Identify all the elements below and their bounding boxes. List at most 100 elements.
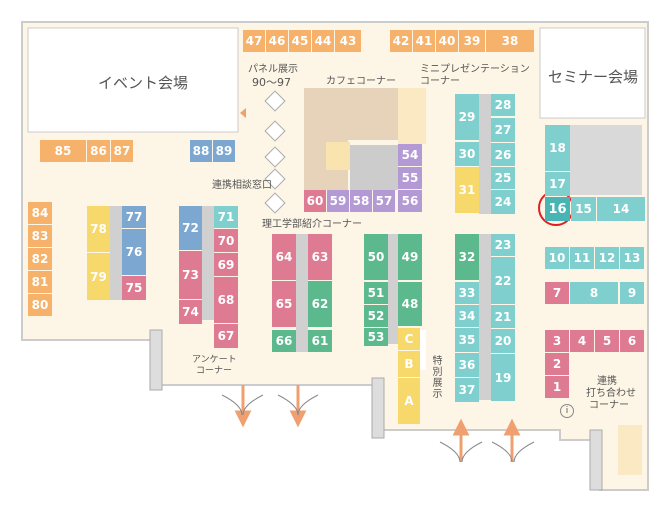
booth-62[interactable]: 62	[308, 281, 332, 327]
booth-3[interactable]: 3	[545, 330, 569, 352]
booth-41[interactable]: 41	[413, 30, 435, 52]
booth-10[interactable]: 10	[545, 247, 569, 269]
booth-35[interactable]: 35	[455, 328, 479, 352]
booth-20[interactable]: 20	[491, 329, 515, 353]
booth-2[interactable]: 2	[545, 353, 569, 375]
booth-11[interactable]: 11	[570, 247, 594, 269]
booth-64[interactable]: 64	[272, 234, 296, 280]
booth-85[interactable]: 85	[40, 140, 86, 162]
booth-28[interactable]: 28	[491, 94, 515, 116]
booth-24[interactable]: 24	[491, 190, 515, 214]
seminar-hall-room	[539, 27, 646, 119]
booth-9[interactable]: 9	[620, 282, 644, 304]
booth-47[interactable]: 47	[243, 30, 265, 52]
booth-7[interactable]: 7	[545, 282, 569, 304]
booth-73[interactable]: 73	[179, 251, 202, 299]
booth-79[interactable]: 79	[87, 253, 110, 300]
booth-83[interactable]: 83	[28, 225, 52, 247]
booth-71[interactable]: 71	[214, 206, 238, 228]
booth-54[interactable]: 54	[398, 144, 422, 166]
booth-59[interactable]: 59	[327, 190, 349, 212]
booth-32[interactable]: 32	[455, 234, 479, 280]
booth-70[interactable]: 70	[214, 229, 238, 252]
booth-80[interactable]: 80	[28, 294, 52, 316]
booth-8[interactable]: 8	[570, 282, 618, 304]
booth-72[interactable]: 72	[179, 206, 202, 250]
booth-43[interactable]: 43	[335, 30, 361, 52]
booth-B[interactable]: B	[398, 351, 420, 377]
booth-86[interactable]: 86	[87, 140, 110, 162]
event-hall-room	[27, 27, 239, 133]
booth-A[interactable]: A	[398, 378, 420, 424]
booth-33[interactable]: 33	[455, 282, 479, 304]
info-icon[interactable]: i	[560, 404, 574, 418]
booth-77[interactable]: 77	[122, 206, 146, 228]
booth-63[interactable]: 63	[308, 234, 332, 280]
booth-5[interactable]: 5	[595, 330, 619, 352]
booth-25[interactable]: 25	[491, 167, 515, 189]
booth-75[interactable]: 75	[122, 276, 146, 300]
science-intro-label: 理工学部紹介コーナー	[262, 219, 362, 230]
booth-27[interactable]: 27	[491, 118, 515, 142]
booth-26[interactable]: 26	[491, 143, 515, 166]
booth-61[interactable]: 61	[308, 330, 332, 352]
booth-40[interactable]: 40	[436, 30, 458, 52]
booth-37[interactable]: 37	[455, 378, 479, 402]
booth-55[interactable]: 55	[398, 167, 422, 189]
booth-65[interactable]: 65	[272, 281, 296, 327]
booth-22[interactable]: 22	[491, 257, 515, 304]
booth-76[interactable]: 76	[122, 229, 146, 275]
booth-21[interactable]: 21	[491, 305, 515, 328]
booth-44[interactable]: 44	[312, 30, 334, 52]
booth-78[interactable]: 78	[87, 206, 110, 252]
booth-69[interactable]: 69	[214, 253, 238, 276]
booth-45[interactable]: 45	[289, 30, 311, 52]
booth-17[interactable]: 17	[545, 172, 570, 196]
booth-53[interactable]: 53	[364, 328, 388, 346]
booth-58[interactable]: 58	[350, 190, 372, 212]
booth-23[interactable]: 23	[491, 234, 515, 256]
booth-42[interactable]: 42	[390, 30, 412, 52]
booth-87[interactable]: 87	[111, 140, 133, 162]
booth-19[interactable]: 19	[491, 354, 515, 401]
booth-38[interactable]: 38	[486, 30, 534, 52]
renkei-consult-label: 連携相談窓口	[212, 180, 272, 191]
booth-57[interactable]: 57	[373, 190, 395, 212]
booth-36[interactable]: 36	[455, 353, 479, 377]
booth-46[interactable]: 46	[266, 30, 288, 52]
booth-81[interactable]: 81	[28, 271, 52, 293]
booth-66[interactable]: 66	[272, 330, 296, 352]
booth-89[interactable]: 89	[213, 140, 235, 162]
booth-52[interactable]: 52	[364, 305, 388, 327]
booth-49[interactable]: 49	[398, 234, 422, 280]
mini-pres-label-2: コーナー	[420, 76, 460, 87]
booth-34[interactable]: 34	[455, 305, 479, 327]
booth-12[interactable]: 12	[595, 247, 619, 269]
booth-16[interactable]: 16	[545, 197, 570, 221]
booth-6[interactable]: 6	[620, 330, 644, 352]
booth-84[interactable]: 84	[28, 202, 52, 224]
booth-4[interactable]: 4	[570, 330, 594, 352]
booth-13[interactable]: 13	[620, 247, 644, 269]
storage-room	[570, 125, 642, 195]
booth-30[interactable]: 30	[455, 142, 479, 166]
booth-88[interactable]: 88	[190, 140, 212, 162]
booth-1[interactable]: 1	[545, 376, 569, 398]
booth-50[interactable]: 50	[364, 234, 388, 280]
booth-67[interactable]: 67	[214, 324, 238, 348]
booth-29[interactable]: 29	[455, 94, 479, 140]
booth-56[interactable]: 56	[398, 190, 422, 212]
booth-51[interactable]: 51	[364, 282, 388, 304]
booth-15[interactable]: 15	[571, 197, 596, 221]
booth-68[interactable]: 68	[214, 277, 238, 323]
booth-48[interactable]: 48	[398, 282, 422, 326]
cafe-label: カフェコーナー	[326, 76, 396, 87]
booth-14[interactable]: 14	[597, 197, 645, 221]
booth-18[interactable]: 18	[545, 125, 570, 171]
booth-31[interactable]: 31	[455, 167, 479, 213]
booth-82[interactable]: 82	[28, 248, 52, 270]
booth-74[interactable]: 74	[179, 300, 202, 324]
booth-C[interactable]: C	[398, 328, 420, 350]
booth-60[interactable]: 60	[304, 190, 326, 212]
booth-39[interactable]: 39	[459, 30, 485, 52]
